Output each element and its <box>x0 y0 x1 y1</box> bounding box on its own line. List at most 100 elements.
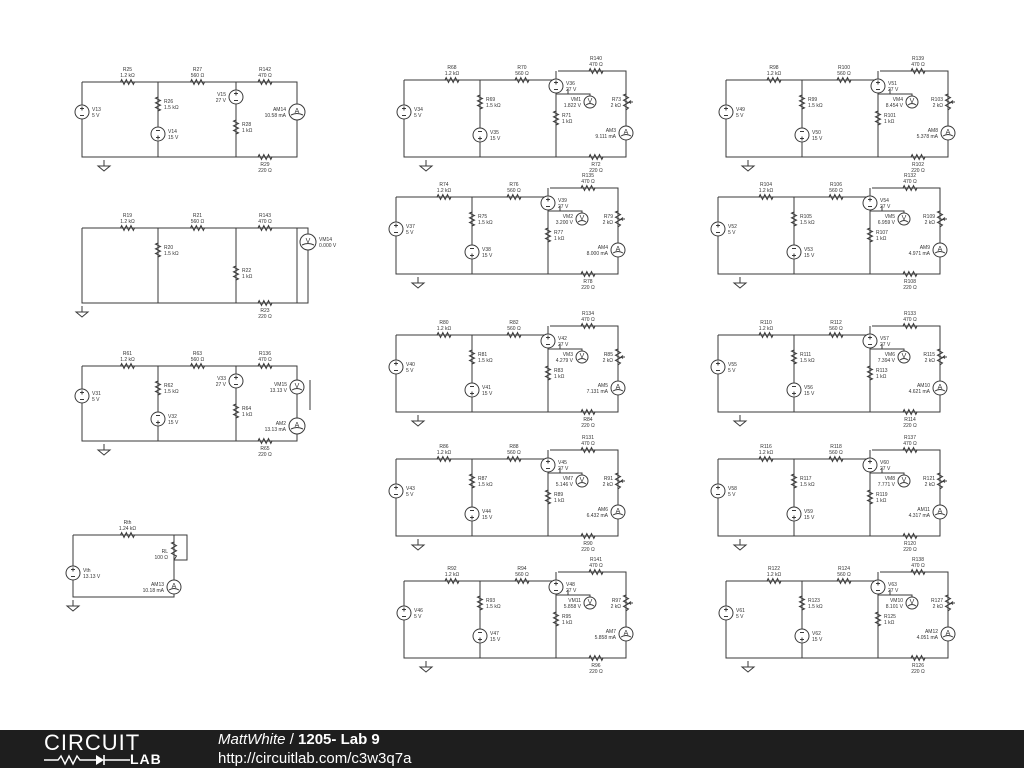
author-link[interactable]: MattWhite <box>218 731 286 748</box>
circuit-url-link[interactable]: http://circuitlab.com/c3w3q7a <box>218 750 412 767</box>
